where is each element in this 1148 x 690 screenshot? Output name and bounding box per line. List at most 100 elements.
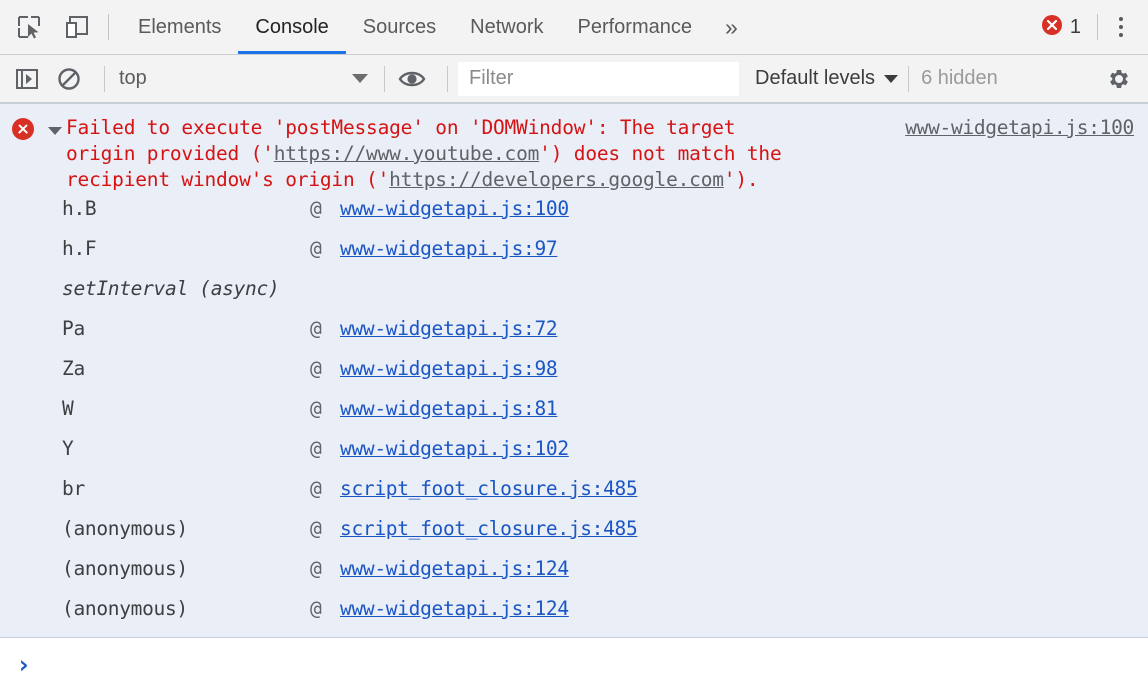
tabbar-tool-icons [0, 0, 94, 54]
console-filter-input[interactable]: Filter [458, 61, 739, 96]
stack-frame-function: Y [62, 437, 74, 460]
stack-frame[interactable]: h.F @ www-widgetapi.js:97 [0, 237, 1148, 277]
console-filter-placeholder: Filter [469, 67, 514, 89]
prompt-chevron-icon: › [16, 649, 32, 679]
execution-context-value: top [119, 67, 147, 89]
stack-frame-at: @ [310, 197, 322, 220]
tab-performance-label: Performance [577, 15, 693, 38]
stack-frame-async-boundary: setInterval (async) [0, 277, 1148, 317]
stack-frame[interactable]: Za @ www-widgetapi.js:98 [0, 357, 1148, 397]
more-tabs-chevron-icon[interactable]: » [709, 0, 752, 54]
stack-frame-link[interactable]: www-widgetapi.js:124 [340, 557, 569, 580]
stack-frame-function: W [62, 397, 74, 420]
error-circle-icon [1041, 14, 1063, 41]
stack-frame[interactable]: Y @ www-widgetapi.js:102 [0, 437, 1148, 477]
tabbar-right-divider [1097, 14, 1098, 40]
console-prompt[interactable]: › [0, 637, 1148, 690]
error-message-text: Failed to execute 'postMessage' on 'DOMW… [66, 115, 801, 193]
filterbar-divider [104, 65, 105, 92]
kebab-dot [1119, 25, 1123, 29]
devtools-menu-icon[interactable] [1104, 10, 1138, 44]
stack-frame-at: @ [310, 437, 322, 460]
log-levels-dropdown[interactable]: Default levels [755, 67, 899, 90]
stack-frame-at: @ [310, 397, 322, 420]
chevron-down-icon [352, 74, 368, 83]
console-error-message[interactable]: Failed to execute 'postMessage' on 'DOMW… [0, 103, 1148, 637]
error-url-developers-google[interactable]: https://developers.google.com [389, 168, 724, 191]
stack-frame-link[interactable]: www-widgetapi.js:98 [340, 357, 558, 380]
error-source-link[interactable]: www-widgetapi.js:100 [905, 116, 1134, 139]
filterbar-divider [908, 65, 910, 92]
stack-frame-function: h.B [62, 197, 97, 220]
gear-icon[interactable] [1102, 62, 1136, 96]
log-levels-label: Default levels [755, 67, 876, 89]
tab-network-label: Network [470, 15, 544, 38]
tabbar-right-controls: 1 [1031, 0, 1148, 54]
tab-elements-label: Elements [138, 15, 222, 38]
device-toolbar-icon[interactable] [60, 10, 94, 44]
error-text-part: Failed to execute 'postMessage' on 'DOMW… [66, 116, 747, 165]
stack-frame-link[interactable]: www-widgetapi.js:124 [340, 597, 569, 620]
stack-frame[interactable]: br @ script_foot_closure.js:485 [0, 477, 1148, 517]
error-url-youtube[interactable]: https://www.youtube.com [273, 142, 540, 165]
stack-frame-function: h.F [62, 237, 97, 260]
tab-performance[interactable]: Performance [561, 0, 710, 54]
stack-frame-at: @ [310, 557, 322, 580]
error-count-badge[interactable]: 1 [1031, 14, 1091, 41]
tab-network[interactable]: Network [453, 0, 560, 54]
error-message-header: Failed to execute 'postMessage' on 'DOMW… [0, 104, 1148, 193]
stack-frame-at: @ [310, 357, 322, 380]
stack-frame-function: (anonymous) [62, 557, 188, 580]
stack-frame-function: Za [62, 357, 85, 380]
stack-frame-at: @ [310, 477, 322, 500]
tab-sources[interactable]: Sources [346, 0, 453, 54]
devtools-tabbar: Elements Console Sources Network Perform… [0, 0, 1148, 55]
live-expression-eye-icon[interactable] [395, 62, 429, 96]
filterbar-divider [447, 65, 448, 92]
filterbar-right-controls [1102, 62, 1148, 96]
stack-frame-function: br [62, 477, 85, 500]
tab-sources-label: Sources [362, 15, 437, 38]
tab-elements[interactable]: Elements [121, 0, 238, 54]
expand-triangle-icon[interactable] [48, 127, 62, 135]
console-message-list: Failed to execute 'postMessage' on 'DOMW… [0, 103, 1148, 637]
stack-frame-link[interactable]: script_foot_closure.js:485 [340, 477, 638, 500]
stack-frame-function: (anonymous) [62, 597, 188, 620]
tabbar-divider [108, 14, 109, 40]
stack-frame-link[interactable]: www-widgetapi.js:72 [340, 317, 558, 340]
stack-frame[interactable]: W @ www-widgetapi.js:81 [0, 397, 1148, 437]
hidden-messages-count[interactable]: 6 hidden [921, 67, 998, 89]
console-filter-bar: top Filter Default levels 6 hidden [0, 55, 1148, 103]
chevron-down-icon [884, 74, 899, 83]
execution-context-selector[interactable]: top [115, 67, 374, 90]
inspect-element-icon[interactable] [12, 10, 46, 44]
more-tabs-label: » [725, 13, 738, 40]
stack-frame-at: @ [310, 317, 322, 340]
stack-frame-function: setInterval (async) [62, 277, 280, 300]
stack-frame-link[interactable]: www-widgetapi.js:81 [340, 397, 558, 420]
stack-frame[interactable]: h.B @ www-widgetapi.js:100 [0, 197, 1148, 237]
clear-console-icon[interactable] [52, 62, 86, 96]
stack-frame[interactable]: Pa @ www-widgetapi.js:72 [0, 317, 1148, 357]
error-stack-trace: h.B @ www-widgetapi.js:100 h.F @ www-wid… [0, 193, 1148, 637]
stack-frame-link[interactable]: www-widgetapi.js:97 [340, 237, 558, 260]
kebab-dot [1119, 33, 1123, 37]
stack-frame-link[interactable]: www-widgetapi.js:102 [340, 437, 569, 460]
stack-frame-link[interactable]: script_foot_closure.js:485 [340, 517, 638, 540]
kebab-dot [1119, 17, 1123, 21]
stack-frame-function: Pa [62, 317, 85, 340]
stack-frame-at: @ [310, 237, 322, 260]
filterbar-divider [384, 65, 385, 92]
error-count-label: 1 [1069, 15, 1081, 38]
tab-console[interactable]: Console [238, 0, 347, 54]
stack-frame-link[interactable]: www-widgetapi.js:100 [340, 197, 569, 220]
panel-tabs: Elements Console Sources Network Perform… [121, 0, 752, 54]
stack-frame[interactable]: (anonymous) @ www-widgetapi.js:124 [0, 597, 1148, 637]
error-text-part: '). [723, 168, 759, 191]
stack-frame[interactable]: (anonymous) @ www-widgetapi.js:124 [0, 557, 1148, 597]
console-sidebar-toggle-icon[interactable] [10, 62, 44, 96]
error-text-part: ') does not match the recipient window's… [66, 142, 794, 191]
stack-frame-at: @ [310, 597, 322, 620]
stack-frame[interactable]: (anonymous) @ script_foot_closure.js:485 [0, 517, 1148, 557]
